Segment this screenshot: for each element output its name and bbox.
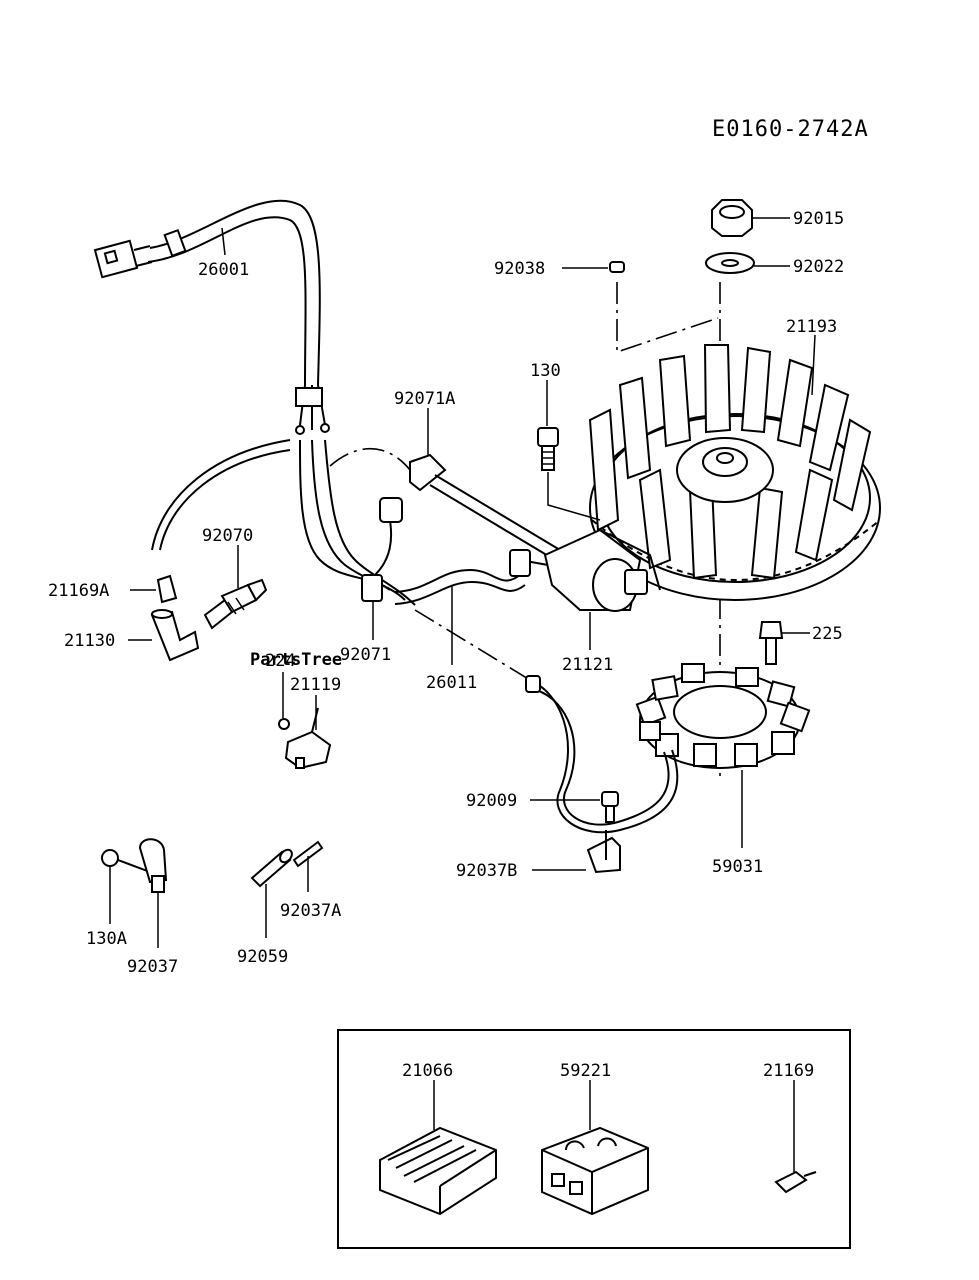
part-label-21130: 21130 — [64, 631, 115, 651]
part-label-92037: 92037 — [127, 957, 178, 977]
part-label-21121: 21121 — [562, 655, 613, 675]
part-label-225: 225 — [812, 624, 843, 644]
part-label-21193: 21193 — [786, 317, 837, 337]
diagram-code: E0160-2742A — [712, 117, 869, 142]
screw-icon — [601, 791, 619, 823]
part-label-92037A: 92037A — [280, 901, 341, 921]
watermark: PartsTree — [250, 650, 342, 670]
spark-plug-icon — [203, 578, 268, 630]
bolt-icon — [758, 621, 784, 665]
kit-box — [337, 1029, 851, 1249]
part-label-92070: 92070 — [202, 526, 253, 546]
flywheel-icon — [588, 344, 881, 601]
part-label-92009: 92009 — [466, 791, 517, 811]
part-label-21169: 21169 — [763, 1061, 814, 1081]
stator-icon — [635, 663, 811, 769]
switch-icon — [284, 707, 332, 770]
part-label-92037B: 92037B — [456, 861, 517, 881]
part-label-92059: 92059 — [237, 947, 288, 967]
terminal-icon — [156, 574, 178, 604]
ignition-coil-icon — [519, 528, 661, 612]
key-icon — [609, 261, 625, 273]
part-label-130: 130 — [530, 361, 561, 381]
part-label-92038: 92038 — [494, 259, 545, 279]
part-label-21119: 21119 — [290, 675, 341, 695]
bolt-icon — [537, 427, 559, 471]
part-label-92071A: 92071A — [394, 389, 455, 409]
cable-tie-icon — [292, 840, 324, 868]
clamp-icon — [138, 838, 168, 893]
washer-icon — [705, 252, 755, 274]
lead-wire-icon — [394, 549, 531, 605]
plug-cap-icon — [150, 609, 200, 662]
connector-icon — [541, 1126, 649, 1216]
clamp-icon — [586, 830, 621, 874]
regulator-icon — [379, 1126, 497, 1216]
part-label-26001: 26001 — [198, 260, 249, 280]
part-label-92022: 92022 — [793, 257, 844, 277]
part-label-59031: 59031 — [712, 857, 763, 877]
wire-harness-icon — [93, 199, 330, 435]
clamp-icon — [409, 453, 561, 561]
terminal-icon — [774, 1170, 817, 1194]
part-label-21066: 21066 — [402, 1061, 453, 1081]
part-label-21169A: 21169A — [48, 581, 109, 601]
part-label-130A: 130A — [86, 929, 127, 949]
part-label-59221: 59221 — [560, 1061, 611, 1081]
screw-icon — [278, 718, 290, 730]
part-label-26011: 26011 — [426, 673, 477, 693]
part-label-224: 224 — [265, 651, 296, 671]
flange-nut-icon — [711, 199, 753, 237]
part-label-92015: 92015 — [793, 209, 844, 229]
tube-icon — [250, 848, 293, 888]
part-label-92071: 92071 — [340, 645, 391, 665]
